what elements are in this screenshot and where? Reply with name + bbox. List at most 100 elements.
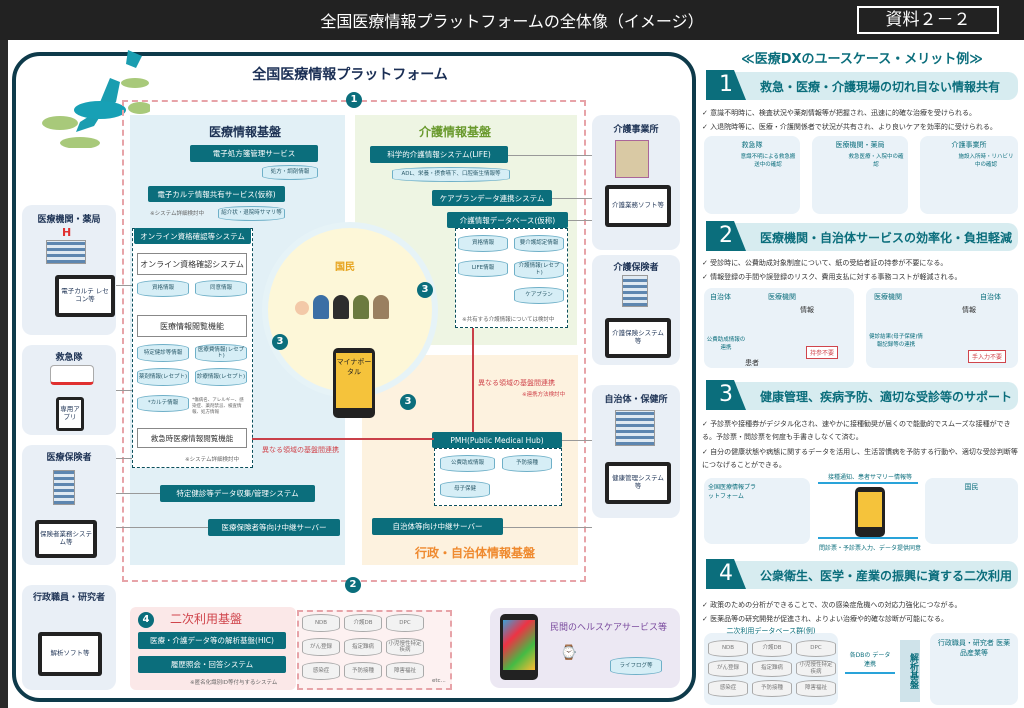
platform-title: 全国医療情報プラットフォーム: [252, 67, 448, 83]
usecase-1-card: [920, 136, 1018, 214]
usecase-2-header: [706, 223, 1018, 251]
step-3-badge: 3: [417, 282, 433, 298]
step-2-badge: 2: [345, 577, 361, 593]
people-icon: [295, 295, 415, 323]
care-db-item: LIFE情報: [458, 260, 508, 277]
history-system[interactable]: 履歴照会・回答システム: [138, 656, 286, 673]
top-arrow-label: 接種通知、患者サマリー情報等: [827, 474, 912, 481]
users-label: 行政職員・研究者 医薬品産業等: [937, 639, 1011, 657]
usecase-bullet: ✓ 政策のための分析ができることで、次の感染症危機への対応力強化につながる。: [702, 601, 962, 609]
care-insurer-label: 介護保険者: [613, 263, 659, 273]
step-3-badge: 3: [272, 334, 288, 350]
citizen-label: 国民: [335, 262, 355, 273]
card-left: 自治体: [710, 293, 731, 301]
secondary-db: 介護DB: [344, 614, 382, 632]
care-db-item: 資格情報: [458, 235, 508, 252]
db-life: ADL、栄養・摂食嚥下、口腔衛生情報等: [392, 167, 510, 182]
usecase-db: 感染症: [708, 680, 748, 697]
online-system-header[interactable]: オンライン資格確認等システム: [134, 228, 251, 244]
card-right: 医療機関: [768, 293, 796, 301]
usecase-db: NDB: [708, 640, 748, 657]
usecase-bullet: ✓ 医薬品等の研究開発が促進され、よりよい治療や的確な診断が可能になる。: [702, 615, 949, 623]
usecase-3-title: 健康管理、疾病予防、適切な受診等のサポート: [760, 390, 1013, 404]
db-arrow-label: 各DBの データ連携: [849, 652, 891, 668]
citizen-card: [925, 478, 1018, 544]
smartphone-icon: [500, 614, 538, 680]
db-checkup: 特定健診等情報: [137, 344, 189, 362]
card-person: 患者: [745, 359, 759, 367]
insurer-relay-server[interactable]: 医療保険者等向け中継サーバー: [208, 519, 340, 536]
link-line: [252, 438, 434, 440]
gov-zone-title: 行政・自治体情報基盤: [414, 546, 535, 560]
online-check-box: オンライン資格確認システム: [137, 253, 247, 275]
secondary-note: ※匿名化識別ID等付与するシステム: [190, 680, 278, 686]
emergency-note: ※システム詳細検討中: [185, 457, 239, 463]
usecase-bullet: ✓ 情報登録の手間や誤登録のリスク、費用支払に対する事務コストが軽減される。: [702, 273, 962, 281]
secondary-db: 障害福祉: [386, 662, 424, 680]
secondary-title: 二次利用基盤: [170, 612, 243, 626]
care-db-item: 要介護認定情報: [514, 235, 564, 252]
card-info: 情報: [800, 306, 814, 314]
usecase-2-title: 医療機関・自治体サービスの効率化・負担軽減: [760, 231, 1013, 245]
checkup-system[interactable]: 特定健診等データ収集/管理システム: [160, 485, 315, 502]
admin-device: 解析ソフト等: [38, 632, 102, 676]
db-group-title: 二次利用データベース群(例): [726, 627, 816, 635]
arrow-left: [818, 537, 918, 539]
usecase-1-title: 救急・医療・介護現場の切れ目ない情報共有: [760, 80, 1001, 94]
connector: [116, 493, 160, 494]
connector: [116, 390, 132, 391]
hospital-device: 電子カルテ レセコン等: [55, 275, 115, 317]
card-caption: 健診結果(母子保健)情報記録等の連携: [869, 334, 923, 348]
card-badge: 手入力不要: [968, 350, 1007, 363]
careplan-system[interactable]: ケアプランデータ連携システム: [432, 190, 552, 206]
step-3-badge: 3: [400, 394, 416, 410]
card-left: 医療機関: [874, 293, 902, 301]
connector: [116, 527, 208, 528]
care-insurer-building-icon: [622, 275, 648, 307]
link-label: 異なる領域の基盤間連携: [262, 446, 339, 454]
mynaportal-phone[interactable]: マイナポータル: [333, 348, 375, 418]
bottom-arrow-label: 問診票・予診票入力、データ提供同意: [818, 545, 921, 552]
page-title: 全国医療情報プラットフォームの全体像（イメージ）: [320, 12, 704, 31]
usecase-db: 障害福祉: [796, 680, 836, 697]
admin-label: 行政職員・研究者: [32, 593, 105, 603]
card-platform-label: 全国医療情報プラットフォーム: [708, 484, 757, 500]
care-database[interactable]: 介護情報データベース(仮称): [447, 212, 568, 228]
pmh-hub[interactable]: PMH(Public Medical Hub): [432, 432, 562, 448]
eprescription-service[interactable]: 電子処方箋管理サービス: [190, 145, 318, 162]
secondary-db: NDB: [302, 614, 340, 632]
hospital-h-icon: H: [62, 226, 72, 239]
step-4-badge: 4: [138, 612, 154, 628]
header-bar: [0, 0, 1024, 40]
usecase-1-header: [706, 72, 1018, 100]
private-title: 民間のヘルスケアサービス等: [550, 623, 668, 633]
card-caption: 公費助成情報の連携: [706, 337, 746, 351]
card-info: 情報: [962, 306, 976, 314]
insurer-building-icon: [53, 470, 75, 505]
municipal-relay-server[interactable]: 自治体等向け中継サーバー: [372, 518, 503, 535]
secondary-db: 指定難病: [344, 638, 382, 656]
db-eligibility: 資格情報: [137, 280, 189, 297]
card-right: 自治体: [980, 293, 1001, 301]
care-note: ※共有する介護情報については検討中: [462, 317, 555, 323]
db-lifelog: ライフログ等: [610, 657, 662, 675]
db-prescription: 処方・調剤情報: [262, 165, 318, 180]
hospital-building-icon: [46, 240, 86, 264]
usecase-db: がん登録: [708, 660, 748, 677]
link-line: [472, 328, 474, 432]
hic-platform[interactable]: 医療・介護データ等の解析基盤(HIC): [138, 632, 286, 649]
document-label: 資料２－２: [857, 6, 999, 34]
usecase-bullet: ✓ 予診票や接種券がデジタル化され、速やかに接種勧奨が届くので能動的でスムーズな…: [702, 420, 1011, 441]
life-system[interactable]: 科学的介護情報システム(LIFE): [370, 146, 508, 163]
care-office-label: 介護事業所: [613, 125, 659, 135]
usecase-db: 指定難病: [752, 660, 792, 677]
care-insurer-device: 介護保険システム等: [605, 318, 671, 358]
ehr-share-service[interactable]: 電子カルテ情報共有サービス(仮称): [148, 186, 285, 202]
care-db-item: ケアプラン: [514, 287, 564, 304]
insurer-device: 保険者業務システム等: [35, 520, 97, 558]
ambulance-device: 専用アプリ: [56, 397, 84, 431]
usecase-db: 介護DB: [752, 640, 792, 657]
connector: [116, 458, 132, 459]
platform-card: [704, 478, 810, 544]
secondary-db: がん登録: [302, 638, 340, 656]
